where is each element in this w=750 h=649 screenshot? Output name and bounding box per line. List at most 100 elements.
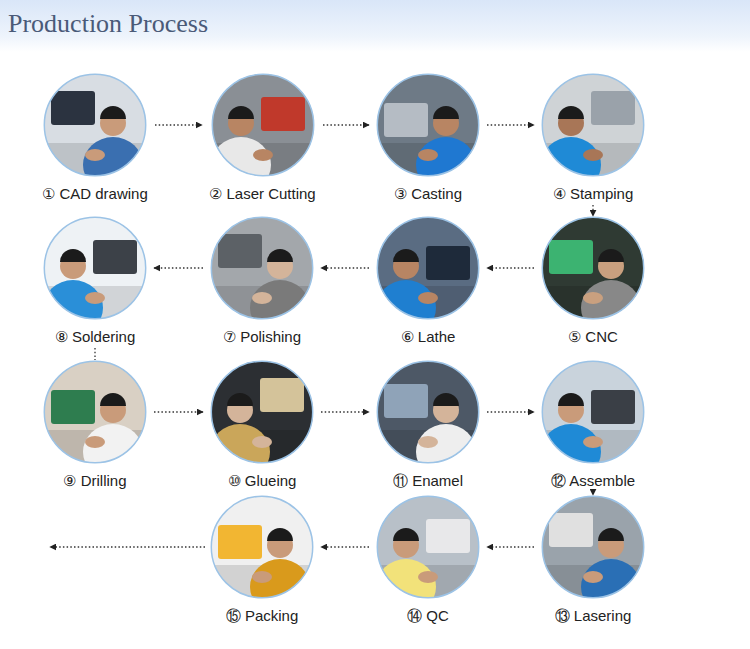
- worker-hand: [418, 571, 438, 583]
- worker-hand: [85, 149, 105, 161]
- machine-shape: [591, 390, 635, 424]
- worker-hand: [252, 292, 272, 304]
- process-photo: [210, 360, 314, 464]
- process-photo: [210, 216, 314, 320]
- worker-hair: [393, 249, 419, 262]
- process-photo: [541, 495, 645, 599]
- process-step: ⑮ Packing: [207, 495, 317, 625]
- photo-border: [211, 361, 312, 462]
- process-photo: [376, 216, 480, 320]
- photo-border: [542, 74, 643, 175]
- photo-scene: [541, 216, 645, 320]
- flow-arrow: [487, 546, 534, 547]
- photo-scene: [541, 360, 645, 464]
- step-label: ② Laser Cutting: [206, 185, 319, 203]
- photo-scene: [43, 360, 147, 464]
- step-label: ⑨ Drilling: [40, 472, 150, 490]
- worker-hand: [253, 149, 273, 161]
- worker-hand: [583, 149, 603, 161]
- machine-shape: [51, 390, 95, 424]
- process-step: ⑧ Soldering: [40, 216, 150, 346]
- process-photo: [541, 73, 645, 177]
- worker-hair: [100, 106, 126, 119]
- photo-scene: [376, 216, 480, 320]
- flow-arrow: [321, 267, 369, 268]
- machine-shape: [51, 91, 95, 125]
- photo-border: [211, 217, 312, 318]
- step-label: ⑧ Soldering: [40, 328, 150, 346]
- process-step: ⑨ Drilling: [40, 360, 150, 490]
- worker-hand: [418, 149, 438, 161]
- flow-arrow: [592, 205, 593, 216]
- process-photo: [541, 216, 645, 320]
- photo-scene: [43, 73, 147, 177]
- flow-arrow: [155, 124, 202, 125]
- photo-border: [44, 217, 145, 318]
- process-step: ⑭ QC: [373, 495, 483, 625]
- photo-border: [44, 361, 145, 462]
- flow-arrow: [487, 124, 534, 125]
- worker-hand: [85, 292, 105, 304]
- photo-scene: [210, 360, 314, 464]
- step-label: ⑥ Lathe: [373, 328, 483, 346]
- worker-hair: [433, 393, 459, 406]
- worker-hair: [100, 393, 126, 406]
- process-photo: [376, 360, 480, 464]
- process-photo: [43, 216, 147, 320]
- photo-border: [542, 217, 643, 318]
- photo-scene: [376, 73, 480, 177]
- photo-scene: [541, 73, 645, 177]
- photo-border: [377, 496, 478, 597]
- worker-hand: [85, 436, 105, 448]
- photo-border: [212, 74, 313, 175]
- worker-hair: [60, 249, 86, 262]
- worker-hair: [598, 528, 624, 541]
- process-step: ⑥ Lathe: [373, 216, 483, 346]
- step-label: ③ Casting: [373, 185, 483, 203]
- process-step: ② Laser Cutting: [206, 73, 319, 203]
- process-step: ⑪ Enamel: [373, 360, 483, 490]
- process-photo: [43, 360, 147, 464]
- diagram-title: Production Process: [8, 9, 208, 39]
- exit-arrow: [50, 546, 205, 547]
- process-photo: [43, 73, 147, 177]
- machine-shape: [260, 378, 304, 412]
- machine-shape: [218, 234, 262, 268]
- photo-scene: [210, 495, 314, 599]
- worker-hand: [252, 436, 272, 448]
- flow-arrow: [321, 411, 369, 412]
- worker-hand: [418, 292, 438, 304]
- worker-hair: [598, 249, 624, 262]
- step-label: ④ Stamping: [538, 185, 648, 203]
- step-label: ⑤ CNC: [538, 328, 648, 346]
- machine-shape: [549, 240, 593, 274]
- step-label: ⑩ Glueing: [207, 472, 317, 490]
- photo-border: [377, 74, 478, 175]
- machine-shape: [426, 519, 470, 553]
- worker-hair: [558, 106, 584, 119]
- machine-shape: [426, 246, 470, 280]
- step-label: ① CAD drawing: [39, 185, 151, 203]
- photo-border: [211, 496, 312, 597]
- machine-shape: [384, 103, 428, 137]
- worker-hair: [227, 393, 253, 406]
- worker-hair: [267, 249, 293, 262]
- process-step: ⑫ Assemble: [538, 360, 648, 490]
- flow-arrow: [154, 267, 203, 268]
- machine-shape: [591, 91, 635, 125]
- photo-border: [377, 361, 478, 462]
- process-step: ④ Stamping: [538, 73, 648, 203]
- flow-arrow: [94, 348, 95, 360]
- flow-arrow: [321, 546, 369, 547]
- process-step: ③ Casting: [373, 73, 483, 203]
- step-label: ⑦ Polishing: [207, 328, 317, 346]
- worker-hair: [433, 106, 459, 119]
- worker-hand: [252, 571, 272, 583]
- step-label: ⑭ QC: [373, 607, 483, 625]
- photo-scene: [211, 73, 315, 177]
- step-label: ⑬ Lasering: [538, 607, 648, 625]
- worker-hand: [583, 436, 603, 448]
- process-photo: [541, 360, 645, 464]
- photo-scene: [376, 495, 480, 599]
- photo-border: [542, 361, 643, 462]
